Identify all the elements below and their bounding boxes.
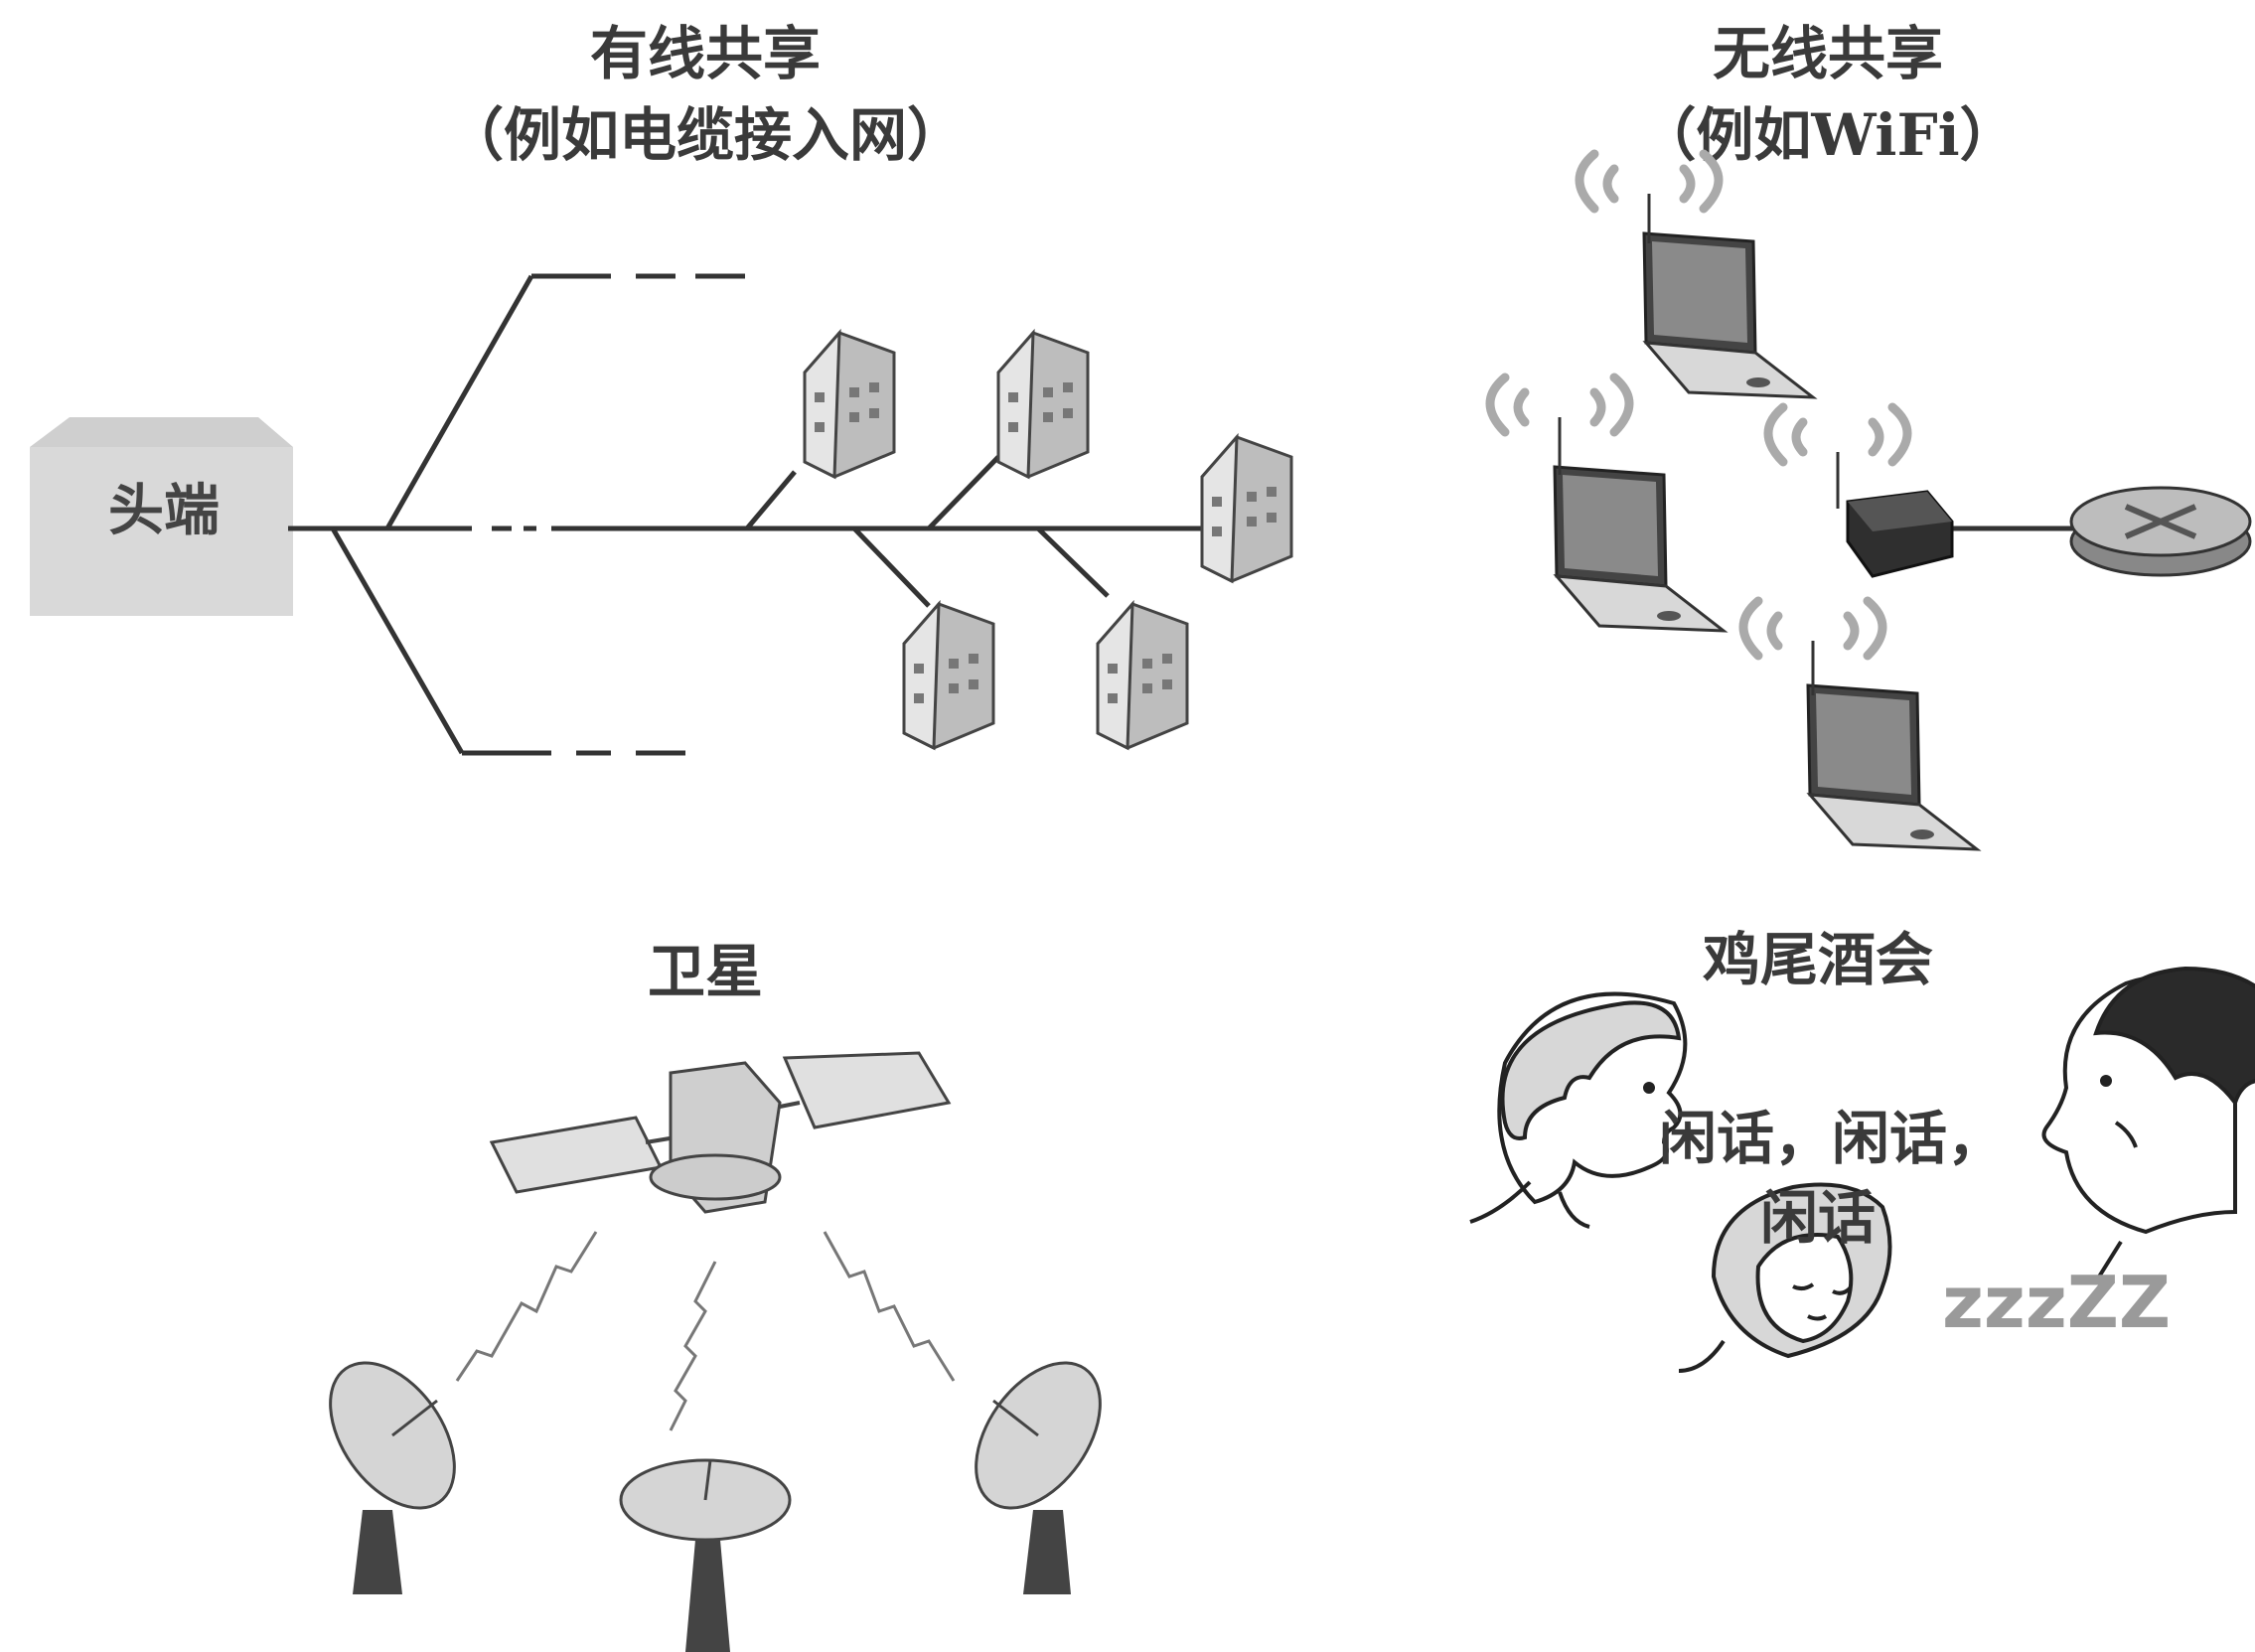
house-icon xyxy=(803,328,896,480)
wireless-sharing-panel: 无线共享 （例如WiFi） xyxy=(1411,0,2255,874)
house-icon xyxy=(1200,432,1293,584)
person-sleeping-icon xyxy=(1678,1182,1892,1373)
router-icon xyxy=(2069,486,2252,577)
wired-sharing-panel: 有线共享 （例如电缆接入网） xyxy=(0,0,1311,854)
house-icon xyxy=(1096,599,1189,751)
cable-gaps xyxy=(472,523,551,534)
cable-lines xyxy=(288,273,1202,756)
snore-text: zzzZZ xyxy=(1942,1261,2172,1344)
satellite-dish-icon xyxy=(975,1361,1102,1594)
access-point-icon xyxy=(1846,490,1954,578)
antennas xyxy=(1558,194,1840,695)
satellite-dish-icon xyxy=(329,1361,456,1594)
headend-building xyxy=(30,417,293,616)
wireless-title: 无线共享 xyxy=(1712,20,1943,87)
wifi-signal-icon xyxy=(1485,149,1912,661)
person-talking-right-icon xyxy=(2041,966,2255,1283)
cocktail-title: 鸡尾酒会 xyxy=(1702,926,1933,993)
wired-title: 有线共享 xyxy=(589,20,821,87)
signal-bolts xyxy=(455,1231,956,1431)
laptop-icon xyxy=(1642,231,1818,399)
laptop-icon xyxy=(1806,683,1982,851)
satellite-diagram xyxy=(329,1051,1102,1652)
headend-label: 头端 xyxy=(108,478,220,543)
chatter-text-line2: 闲话 xyxy=(1759,1184,1876,1252)
chatter-text-line1: 闲话，闲话， xyxy=(1659,1105,2006,1172)
cocktail-party-diagram xyxy=(1469,966,2255,1373)
house-icon xyxy=(996,328,1090,480)
wifi-network-diagram xyxy=(1485,149,2252,851)
house-icon xyxy=(902,599,995,751)
laptop-icon xyxy=(1553,465,1729,633)
cocktail-party-panel: 鸡尾酒会 闲话，闲话， 闲话 zzzZZ xyxy=(1411,874,2255,1652)
satellite-icon xyxy=(489,1051,952,1214)
cable-network-diagram xyxy=(30,273,1293,756)
person-talking-left-icon xyxy=(1469,991,1688,1229)
satellite-dish-icon xyxy=(619,1458,792,1652)
satellite-panel: 卫星 xyxy=(0,874,1311,1652)
wired-subtitle: （例如电缆接入网） xyxy=(445,101,965,169)
satellite-title: 卫星 xyxy=(647,938,763,1005)
